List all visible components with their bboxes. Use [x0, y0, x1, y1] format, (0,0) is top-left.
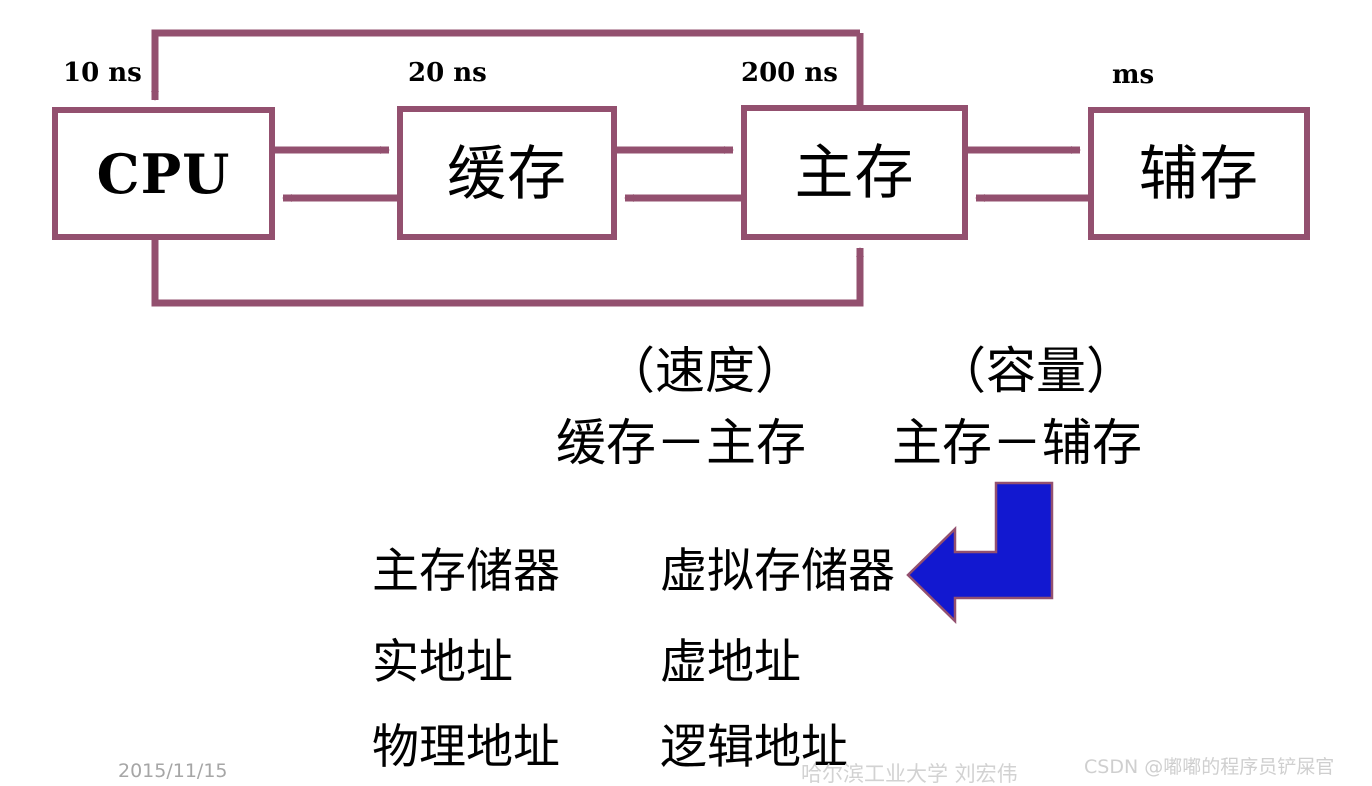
unit-box-aux[interactable]: 辅存	[1088, 107, 1310, 240]
blue-bent-arrow	[906, 481, 1054, 624]
footer-date: 2015/11/15	[118, 760, 228, 782]
unit-box-cache[interactable]: 缓存	[397, 106, 617, 240]
arrow-loop-top-main-to-cpu	[151, 29, 860, 101]
footer-institution: 哈尔滨工业大学 刘宏伟	[801, 762, 1018, 786]
caption-speed: （速度）	[605, 342, 805, 400]
term-row-2-right: 逻辑地址	[660, 720, 848, 775]
relation-main-aux: 主存－辅存	[892, 414, 1142, 472]
unit-box-cpu[interactable]: CPU	[52, 107, 275, 240]
term-row-2-left: 物理地址	[372, 720, 560, 775]
unit-label-cpu: CPU	[96, 141, 231, 206]
term-row-1-left: 实地址	[372, 635, 513, 690]
unit-label-main: 主存	[794, 138, 915, 207]
term-row-0-right: 虚拟存储器	[660, 544, 895, 599]
csdn-watermark: CSDN @嘟嘟的程序员铲屎官	[1084, 756, 1335, 778]
timing-label-cache: 20 ns	[408, 58, 487, 88]
timing-label-main: 200 ns	[741, 58, 838, 88]
unit-label-aux: 辅存	[1138, 139, 1259, 208]
term-row-0-left: 主存储器	[372, 544, 560, 599]
unit-label-cache: 缓存	[446, 138, 567, 208]
relation-cache-main: 缓存－主存	[556, 414, 806, 472]
unit-box-main[interactable]: 主存	[741, 105, 968, 240]
term-row-1-right: 虚地址	[660, 635, 801, 690]
timing-label-cpu: 10 ns	[63, 58, 142, 88]
caption-capacity: （容量）	[936, 342, 1136, 400]
arrow-loop-bottom-cpu-to-main	[151, 240, 864, 307]
timing-label-aux: ms	[1112, 60, 1155, 90]
